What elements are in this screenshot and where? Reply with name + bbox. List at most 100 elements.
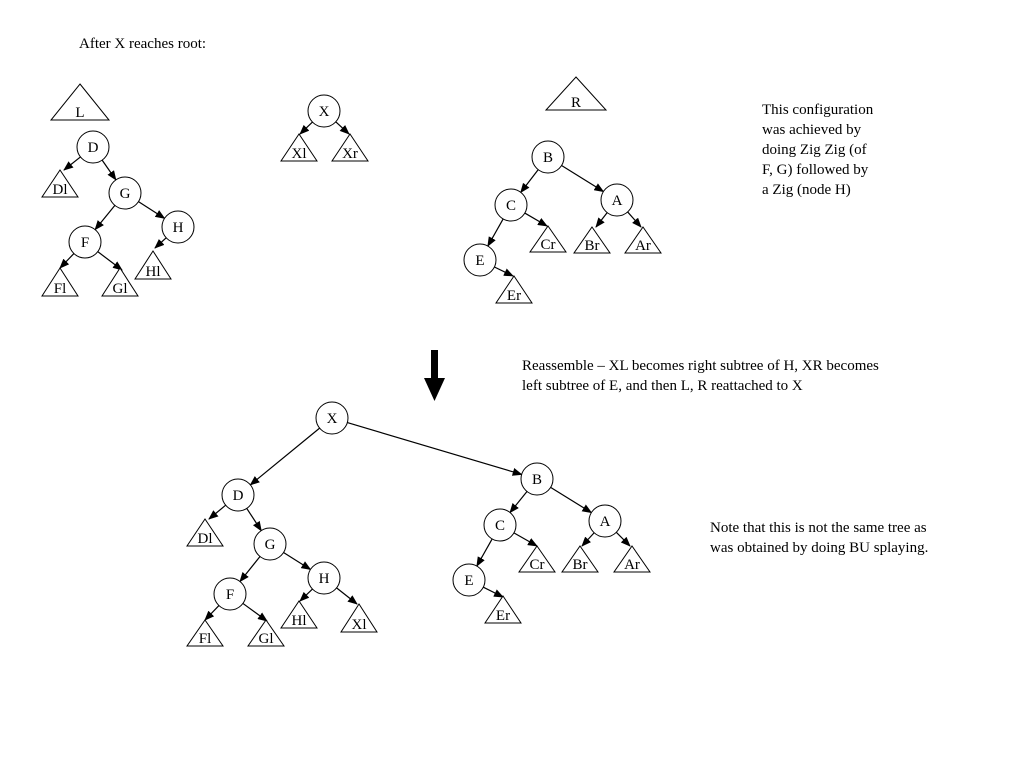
- node-label: H: [319, 571, 330, 587]
- final-node-E: E: [452, 563, 486, 597]
- tree-edge: [494, 266, 514, 277]
- tree-edge: [59, 253, 75, 269]
- final-subtree-Dl: Dl: [186, 518, 224, 547]
- subtree-label: Ar: [635, 238, 651, 254]
- node-label: X: [327, 411, 338, 427]
- subtree-label: Br: [573, 557, 588, 573]
- node-label: D: [233, 488, 244, 504]
- tree-edge: [627, 211, 642, 228]
- final-subtree-Ar: Ar: [613, 545, 651, 573]
- config-note-line: This configuration: [762, 102, 874, 118]
- final-node-X: X: [315, 401, 349, 435]
- subtree-label: Xr: [342, 146, 358, 162]
- final-node-G: G: [253, 527, 287, 561]
- tree-edge: [138, 201, 166, 219]
- tree-edge: [581, 532, 595, 547]
- subtree-Xl: Xl: [280, 133, 318, 162]
- tree-edge: [239, 556, 261, 583]
- tree-edge: [561, 164, 605, 193]
- config-note-line: was achieved by: [762, 122, 862, 138]
- tree-edge: [97, 251, 123, 271]
- subtree-label: Xl: [292, 146, 307, 162]
- node-X: X: [307, 94, 341, 128]
- tree-edge: [336, 587, 358, 605]
- subtree-Hl: Hl: [134, 250, 172, 280]
- final-subtree-Hl: Hl: [280, 600, 318, 629]
- tree-edge: [101, 159, 117, 181]
- bottom-note-line: Note that this is not the same tree as: [710, 520, 927, 536]
- subtree-label: Fl: [199, 631, 212, 647]
- final-subtree-Er: Er: [484, 595, 522, 624]
- node-D: D: [76, 130, 110, 164]
- tree-edge: [524, 212, 548, 227]
- subtree-label: L: [75, 105, 84, 121]
- tree-edge: [487, 218, 504, 247]
- config-note: This configuration was achieved by doing…: [762, 100, 873, 200]
- tree-edge: [483, 586, 504, 598]
- node-label: H: [173, 220, 184, 236]
- subtree-Dl: Dl: [41, 169, 79, 198]
- bottom-note: Note that this is not the same tree as w…: [710, 518, 928, 558]
- node-label: B: [543, 150, 553, 166]
- tree-edge: [615, 531, 631, 547]
- tree-edge: [299, 121, 313, 135]
- tree-edge: [335, 121, 350, 135]
- subtree-label: Cr: [541, 237, 556, 253]
- R-header-triangle: R: [544, 76, 608, 111]
- subtree-label: Gl: [259, 631, 274, 647]
- final-subtree-Br: Br: [561, 545, 599, 573]
- node-label: A: [600, 514, 611, 530]
- node-H: H: [161, 210, 195, 244]
- node-label: F: [226, 587, 234, 603]
- final-subtree-Xl: Xl: [340, 603, 378, 633]
- node-label: B: [532, 472, 542, 488]
- node-label: G: [120, 186, 131, 202]
- node-F: F: [68, 225, 102, 259]
- final-subtree-Cr: Cr: [518, 545, 556, 573]
- node-label: E: [475, 253, 484, 269]
- config-note-line: F, G) followed by: [762, 162, 869, 178]
- reassemble-note-line: Reassemble – XL becomes right subtree of…: [522, 358, 879, 374]
- tree-edge: [595, 212, 608, 228]
- node-G: G: [108, 176, 142, 210]
- node-label: X: [319, 104, 330, 120]
- node-label: C: [506, 198, 516, 214]
- subtree-label: Dl: [53, 182, 68, 198]
- tree-edge: [550, 486, 593, 514]
- page-title: After X reaches root:: [79, 36, 207, 52]
- tree-edge: [476, 538, 493, 567]
- L-header-triangle: L: [49, 83, 111, 121]
- final-node-D: D: [221, 478, 255, 512]
- tree-edge: [246, 508, 262, 532]
- subtree-Br: Br: [573, 226, 611, 254]
- tree-edge: [299, 588, 313, 602]
- tree-edge: [94, 205, 116, 231]
- tree-edge: [347, 421, 523, 476]
- final-subtree-Gl: Gl: [247, 619, 285, 647]
- config-note-line: doing Zig Zig (of: [762, 142, 867, 158]
- final-node-B: B: [520, 462, 554, 496]
- final-node-H: H: [307, 561, 341, 595]
- subtree-label: Hl: [292, 613, 307, 629]
- final-subtree-Fl: Fl: [186, 619, 224, 647]
- node-C: C: [494, 188, 528, 222]
- reassemble-note-line: left subtree of E, and then L, R reattac…: [522, 378, 803, 394]
- node-label: C: [495, 518, 505, 534]
- reassemble-note: Reassemble – XL becomes right subtree of…: [522, 356, 879, 396]
- config-note-line: a Zig (node H): [762, 182, 851, 198]
- subtree-label: Cr: [530, 557, 545, 573]
- tree-edge: [63, 156, 81, 171]
- subtree-label: R: [571, 95, 581, 111]
- node-A: A: [600, 183, 634, 217]
- down-arrow-icon: [424, 350, 445, 401]
- node-E: E: [463, 243, 497, 277]
- tree-edge: [242, 602, 268, 622]
- tree-edge: [283, 552, 312, 571]
- subtree-Gl: Gl: [101, 267, 139, 297]
- subtree-label: Xl: [352, 617, 367, 633]
- subtree-label: Ar: [624, 557, 640, 573]
- subtree-label: Gl: [113, 281, 128, 297]
- node-B: B: [531, 140, 565, 174]
- bottom-note-line: was obtained by doing BU splaying.: [710, 540, 929, 556]
